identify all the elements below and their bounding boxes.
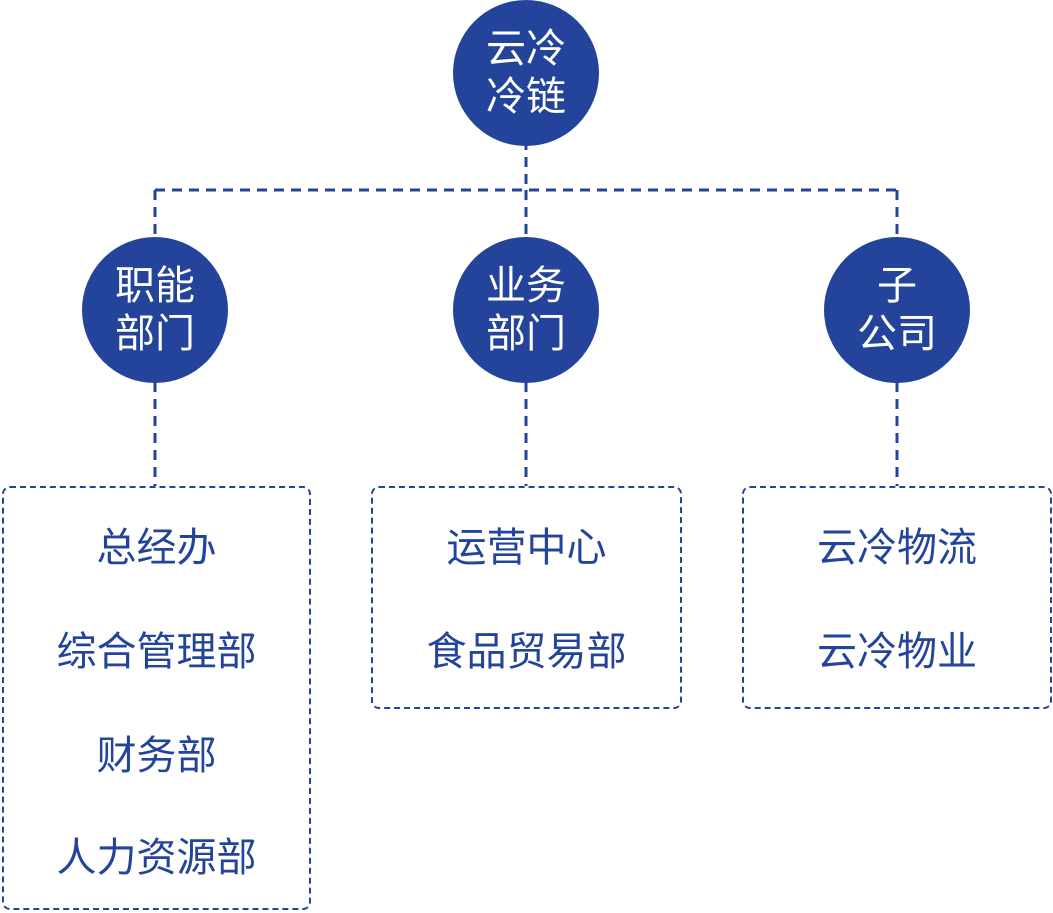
list-item: 云冷物业 <box>817 629 977 675</box>
branch-node-subsidiary: 子 公司 <box>824 237 970 383</box>
branch-node-label-line1: 职能 <box>115 263 195 309</box>
branch-node-label-line1: 业务 <box>486 263 566 309</box>
root-node-label-line1: 云冷 <box>486 26 566 72</box>
list-item: 人力资源部 <box>56 835 257 881</box>
list-item: 云冷物流 <box>817 525 977 571</box>
branch-node-label-line1: 子 <box>877 263 917 309</box>
branch-node-label-line2: 部门 <box>486 311 566 357</box>
branch-node-business: 业务 部门 <box>453 237 599 383</box>
list-item: 运营中心 <box>446 525 607 571</box>
branch-node-functional: 职能 部门 <box>82 237 228 383</box>
root-node: 云冷 冷链 <box>453 0 599 146</box>
list-item: 总经办 <box>96 525 217 571</box>
business-departments-box: 运营中心 食品贸易部 <box>371 486 682 709</box>
branch-node-label-line2: 部门 <box>115 311 195 357</box>
list-item: 食品贸易部 <box>426 629 627 675</box>
subsidiaries-box: 云冷物流 云冷物业 <box>742 486 1052 709</box>
list-item: 综合管理部 <box>56 629 257 675</box>
list-item: 财务部 <box>96 733 217 779</box>
functional-departments-box: 总经办 综合管理部 财务部 人力资源部 <box>2 486 311 910</box>
branch-node-label-line2: 公司 <box>857 311 937 357</box>
root-node-label-line2: 冷链 <box>486 74 566 120</box>
